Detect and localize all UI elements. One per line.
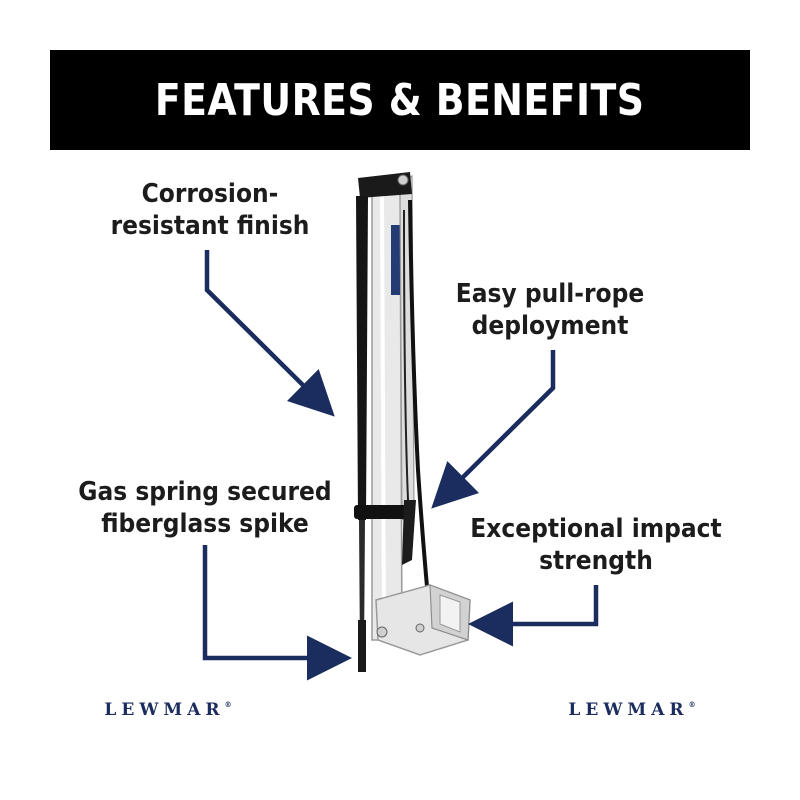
callout-corrosion-line2: resistant finish <box>110 211 310 241</box>
callout-pull-rope: Easy pull-rope deployment <box>440 278 660 342</box>
callout-impact-line2: strength <box>539 546 653 576</box>
callout-pull-rope-line1: Easy pull-rope <box>455 279 645 309</box>
callout-corrosion-line1: Corrosion- <box>141 179 279 209</box>
registered-mark: ® <box>224 700 232 709</box>
brand-logo-left: LEWMAR® <box>78 700 258 722</box>
arrow-gas-spring <box>202 545 352 681</box>
brand-logo-left-text: LEWMAR <box>104 700 225 720</box>
brand-logo-right: LEWMAR® <box>542 700 722 722</box>
registered-mark: ® <box>688 700 696 709</box>
arrow-impact <box>468 585 599 647</box>
callout-impact-line1: Exceptional impact <box>470 514 722 544</box>
arrow-pull-rope <box>431 350 556 509</box>
callout-pull-rope-line2: deployment <box>471 311 629 341</box>
callout-gas-spring-line1: Gas spring secured <box>78 477 332 507</box>
banner-title: FEATURES & BENEFITS <box>155 74 645 126</box>
title-banner: FEATURES & BENEFITS <box>50 50 750 150</box>
callout-corrosion: Corrosion- resistant finish <box>90 178 330 242</box>
arrow-corrosion <box>204 250 335 417</box>
brand-logo-right-text: LEWMAR <box>568 700 689 720</box>
callout-impact: Exceptional impact strength <box>456 513 736 577</box>
callout-gas-spring: Gas spring secured fiberglass spike <box>60 476 350 540</box>
callout-gas-spring-line2: fiberglass spike <box>101 509 309 539</box>
